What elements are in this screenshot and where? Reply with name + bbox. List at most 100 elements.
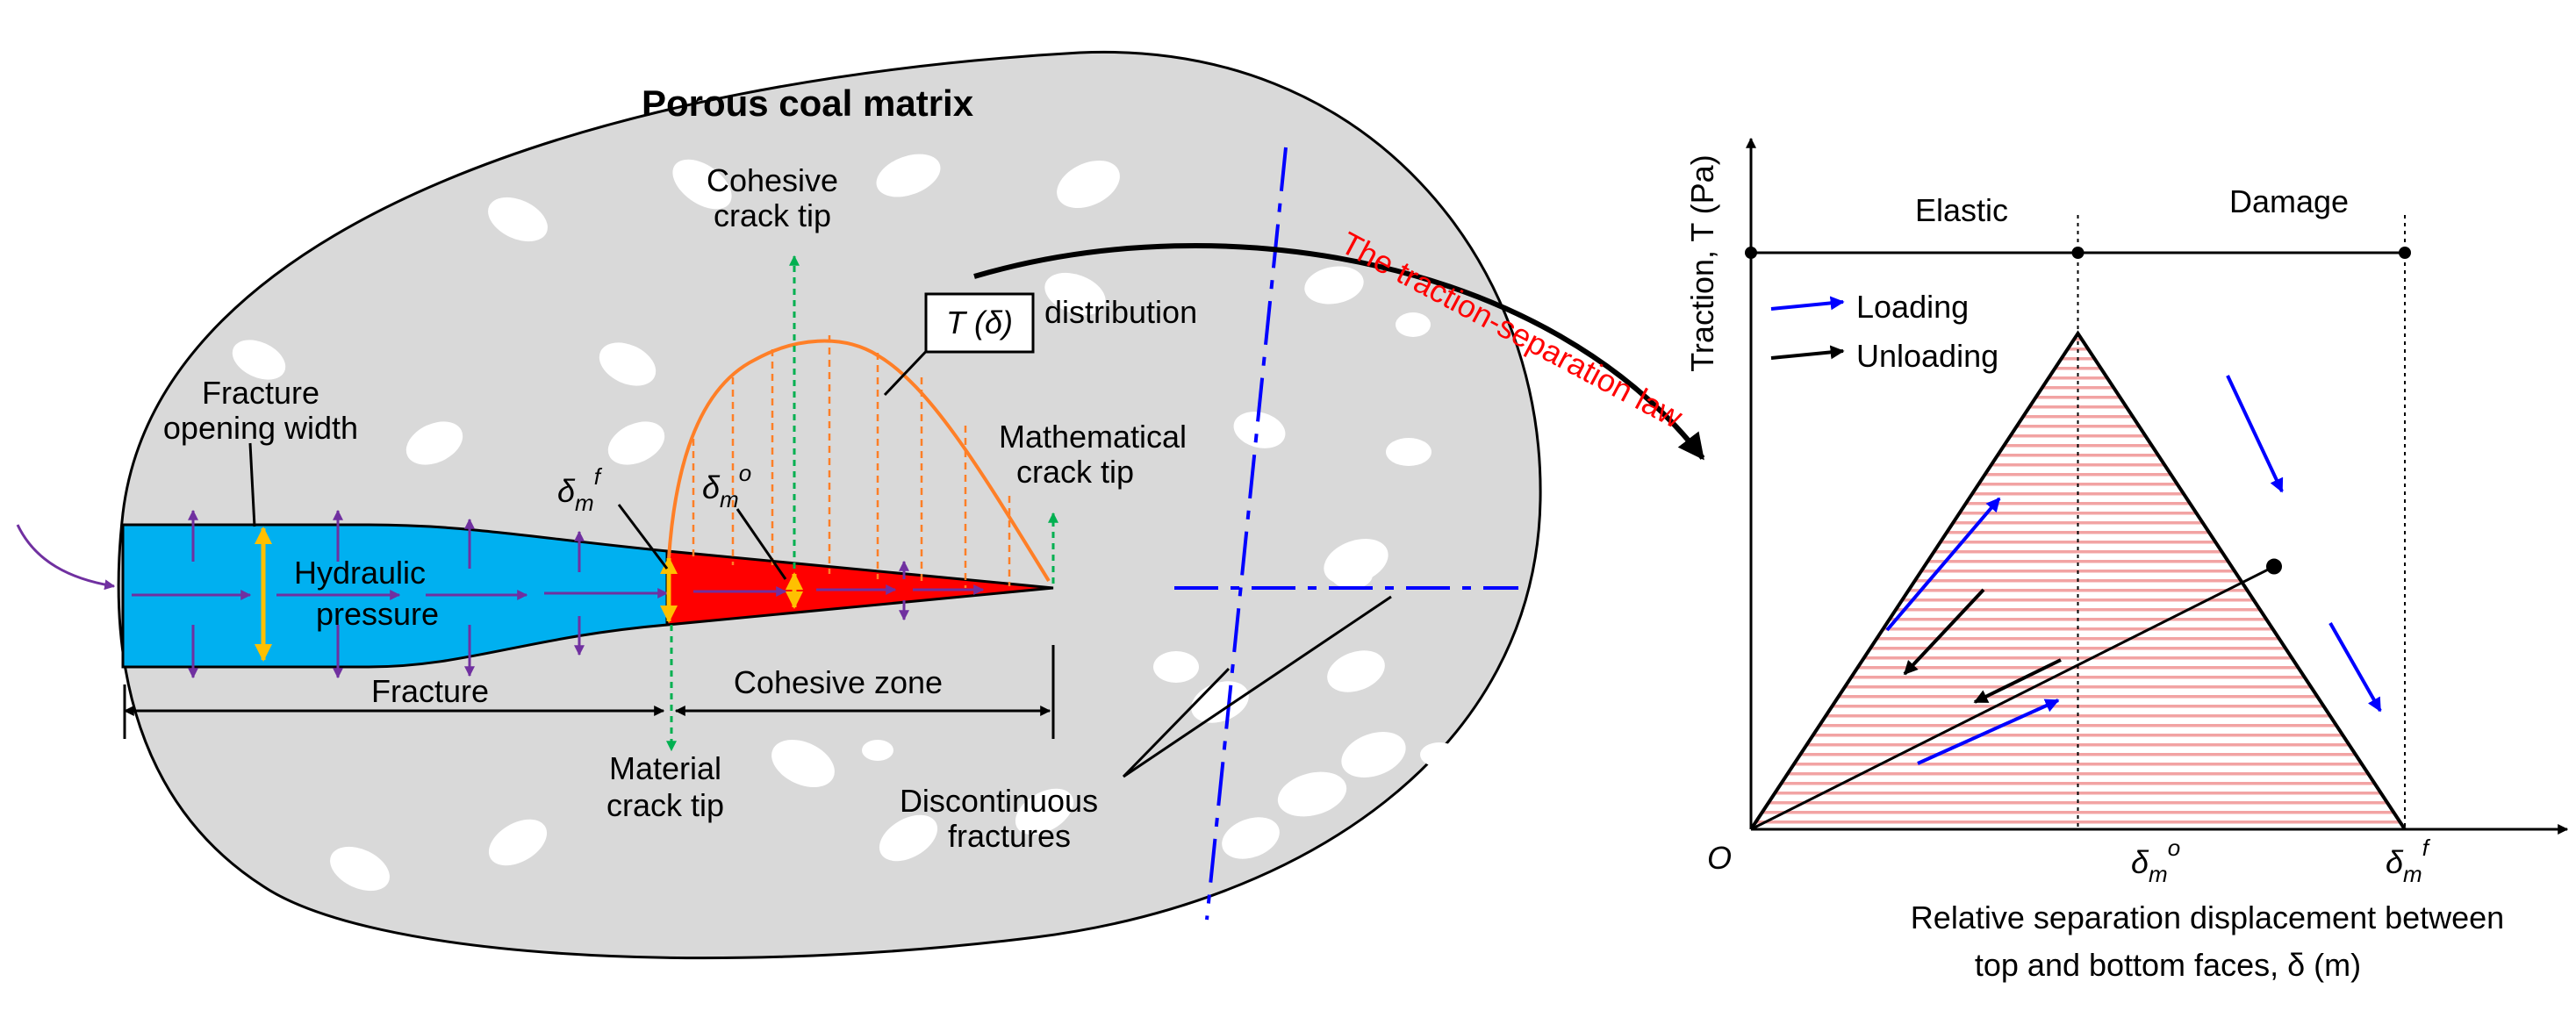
- legend-unloading-arrow: [1770, 345, 1845, 360]
- opening-width-label-2: opening width: [163, 410, 358, 446]
- series-unloading-line: [1750, 565, 2275, 831]
- connector-arrow: [973, 243, 1705, 461]
- series-loading-line: [1749, 330, 2407, 831]
- pressure-arrows: [188, 509, 909, 679]
- delta-o-sub: m: [720, 486, 739, 512]
- x-tick-delta-o: δmo: [2131, 835, 2180, 887]
- loading-arrow-down-2: [2328, 622, 2382, 713]
- delta-f-base: δ: [557, 473, 576, 509]
- pore: [1341, 731, 1406, 778]
- x-tick-delta-f-base: δ: [2386, 844, 2404, 880]
- x-tick-delta-f-sup: f: [2422, 835, 2431, 861]
- chart-marks: [1745, 137, 2569, 835]
- legend-loading-label: Loading: [1856, 289, 1969, 325]
- damage-point: [2266, 558, 2282, 575]
- region-elastic: Elastic: [1915, 192, 2008, 228]
- delta-o-label: δmo: [702, 460, 751, 512]
- pore: [488, 197, 548, 242]
- material-tip-label-1: Material: [609, 750, 721, 786]
- pore: [1015, 788, 1074, 835]
- legend-unloading-label: Unloading: [1856, 338, 1998, 374]
- origin-label: O: [1707, 840, 1732, 876]
- x-tick-delta-f: δmf: [2386, 835, 2431, 887]
- x-tick-delta-o-sub: m: [2149, 861, 2168, 887]
- traction-dashed-lines: [692, 335, 1011, 588]
- delta-o-pointer: [735, 508, 787, 580]
- loading-arrow-up: [1885, 497, 2001, 632]
- delta-f-label: δmf: [557, 463, 603, 516]
- matrix-title: Porous coal matrix: [642, 82, 974, 124]
- pore: [1044, 272, 1106, 316]
- pore: [672, 159, 732, 210]
- discontinuous-label-1: Discontinuous: [900, 783, 1098, 819]
- pore: [771, 739, 835, 788]
- delta-f-pointer: [617, 504, 669, 570]
- flow-arrows: [132, 584, 985, 600]
- x-tick-delta-o-sup: o: [2168, 835, 2180, 861]
- x-tick-delta-f-sub: m: [2403, 861, 2422, 887]
- x-axis-label-1: Relative separation displacement between: [1911, 899, 2504, 935]
- delta-o-base: δ: [702, 469, 721, 505]
- pore: [599, 342, 657, 386]
- opening-width-pointer: [248, 442, 256, 527]
- pore: [330, 846, 390, 892]
- traction-separation-chart: Traction, T (Pa) Elastic Damage Loading …: [1684, 137, 2569, 983]
- pore: [1057, 160, 1120, 209]
- math-tip-label-2: crack tip: [1016, 454, 1134, 490]
- inflow-arrow: [16, 524, 116, 591]
- x-tick-delta-o-base: δ: [2131, 844, 2149, 880]
- pore: [405, 421, 463, 465]
- traction-distribution-curve: [667, 339, 1051, 583]
- pore: [1222, 817, 1280, 859]
- unloading-arrow-2: [1973, 658, 2062, 704]
- pore: [862, 740, 893, 761]
- traction-box: [924, 292, 1035, 354]
- cohesive-tip-label-2: crack tip: [714, 197, 831, 233]
- reloading-arrow: [1917, 699, 2060, 765]
- traction-box-label: T (δ): [946, 305, 1013, 340]
- hydraulic-label-1: Hydraulic: [294, 555, 426, 591]
- discontinuous-pointer-2: [1123, 595, 1392, 778]
- discontinuous-pointer-1: [1122, 667, 1231, 778]
- cohesive-zone-label: Cohesive zone: [734, 664, 943, 700]
- pore: [1304, 266, 1364, 305]
- pore: [876, 154, 941, 197]
- hydraulic-label-2: pressure: [316, 596, 439, 632]
- pore: [607, 421, 665, 465]
- delta-f-sub: m: [575, 490, 594, 516]
- region-damage: Damage: [2229, 183, 2349, 219]
- coal-matrix-body: [117, 50, 1542, 960]
- cohesive-tip-label-1: Cohesive: [707, 162, 838, 198]
- material-tip-label-2: crack tip: [606, 787, 724, 823]
- pore: [1331, 551, 1363, 572]
- pore: [232, 340, 286, 380]
- loading-arrow-down-1: [2226, 375, 2284, 493]
- legend-loading-arrow: [1770, 296, 1845, 311]
- unloading-arrow-1: [1903, 588, 1985, 676]
- fracture-label: Fracture: [371, 673, 489, 709]
- discontinuous-label-2: fractures: [948, 818, 1071, 854]
- discontinuous-fracture-steep: [1205, 147, 1288, 921]
- opening-width-label-1: Fracture: [202, 375, 319, 411]
- pore: [1386, 438, 1432, 466]
- pore: [1233, 412, 1286, 448]
- region-dot-1: [2071, 247, 2084, 259]
- pore: [1153, 651, 1199, 683]
- coal-matrix-group: Porous coal matrix Cohesive crack tip T …: [16, 50, 1542, 960]
- pore: [1277, 771, 1347, 817]
- region-dot-2: [2399, 247, 2411, 259]
- delta-f-sup: f: [594, 463, 603, 490]
- delta-o-sup: o: [739, 460, 751, 486]
- y-axis-label: Traction, T (Pa): [1684, 154, 1720, 371]
- pore: [1420, 742, 1459, 767]
- x-axis-label-2: top and bottom faces, δ (m): [1975, 947, 2361, 983]
- pore: [488, 819, 548, 866]
- pore: [879, 814, 938, 862]
- pores: [232, 154, 1459, 892]
- pore: [1343, 568, 1360, 582]
- pore: [1396, 312, 1431, 337]
- math-tip-label-1: Mathematical: [999, 419, 1187, 455]
- distribution-label: distribution: [1044, 294, 1197, 330]
- pore: [1327, 650, 1385, 692]
